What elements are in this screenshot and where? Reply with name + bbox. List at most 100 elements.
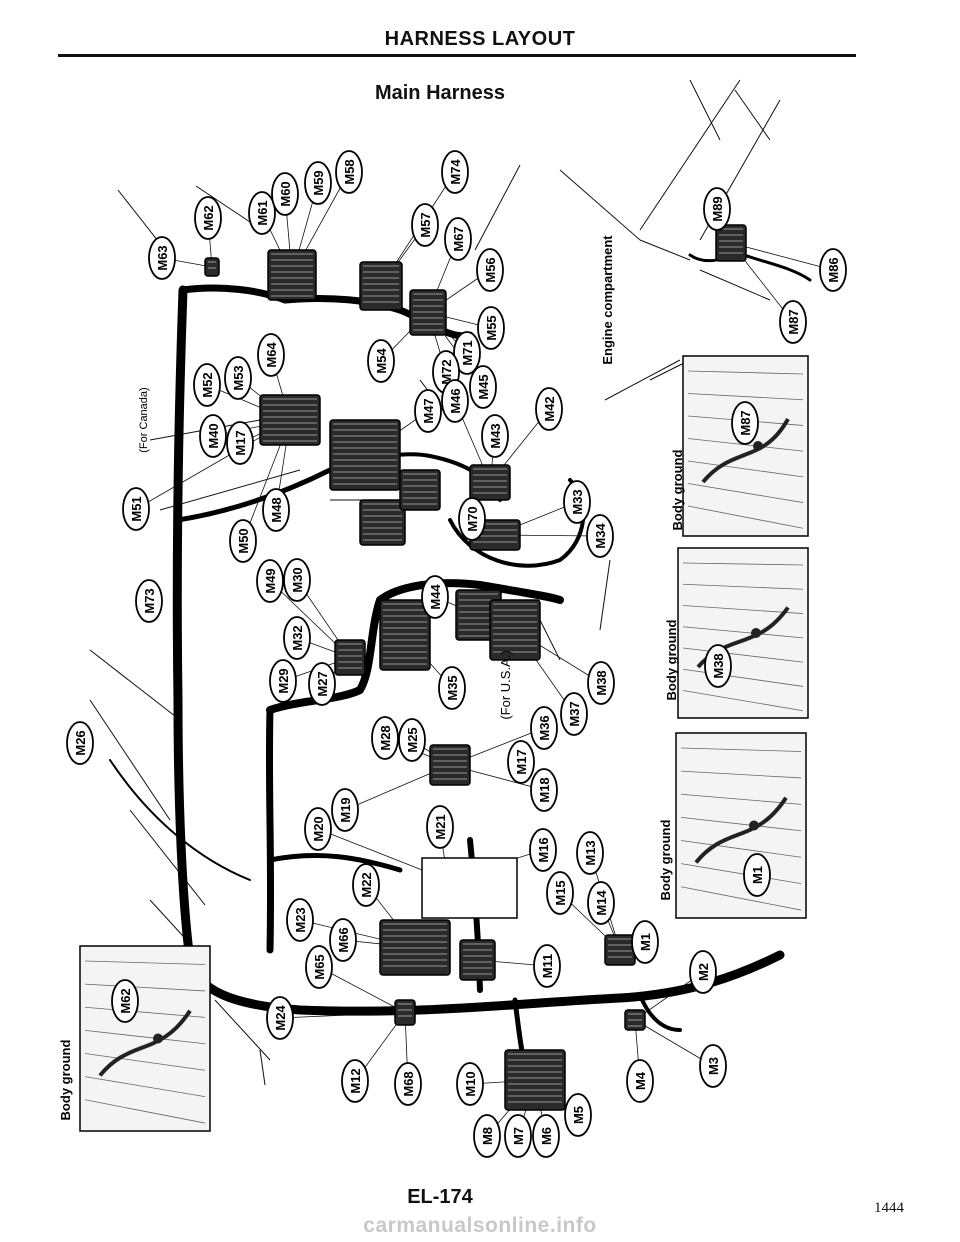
callout-oval [703, 187, 731, 231]
connector-callout-m45: M45 [469, 365, 497, 409]
callout-label: M18 [537, 777, 552, 802]
callout-oval [66, 721, 94, 765]
callout-oval [269, 659, 297, 703]
callout-oval [199, 414, 227, 458]
callout-label: M87 [738, 410, 753, 435]
leader-18 [599, 559, 611, 631]
callout-label: M7 [511, 1127, 526, 1145]
callout-oval [469, 365, 497, 409]
callout-oval [341, 1059, 369, 1103]
connector-callout-m61: M61 [248, 191, 276, 235]
diagram-subtitle: Main Harness [374, 82, 506, 104]
leader-5 [734, 89, 771, 141]
callout-label: M34 [593, 523, 608, 549]
callout-label: M28 [378, 725, 393, 750]
leader-23 [159, 469, 301, 511]
callout-label: M54 [374, 348, 389, 374]
connector-callout-m37: M37 [560, 692, 588, 736]
connector-block-12 [334, 639, 366, 676]
callout-oval [699, 1044, 727, 1088]
detail-insets [79, 355, 809, 1132]
harness-bundle-12 [109, 759, 251, 881]
callout-label: M59 [311, 170, 326, 195]
connector-callout-m42: M42 [535, 387, 563, 431]
callout-label: M46 [448, 388, 463, 413]
connector-block-13 [429, 744, 471, 786]
callout-oval [444, 217, 472, 261]
callout-label: M86 [826, 257, 841, 282]
callout-oval [335, 150, 363, 194]
callout-label: M24 [273, 1005, 288, 1031]
callout-label: M3 [706, 1057, 721, 1075]
callout-oval [441, 150, 469, 194]
rotated-labels: (For Canada)(For U.S.A.)Engine compartme… [58, 235, 685, 1121]
connector-callout-m3: M3 [699, 1044, 727, 1088]
connector-callout-m55: M55 [477, 306, 505, 350]
callout-oval [532, 1114, 560, 1158]
callout-oval [731, 401, 759, 445]
callout-label: M53 [231, 365, 246, 390]
connector-callout-m64: M64 [257, 333, 285, 377]
callout-label: M19 [338, 797, 353, 822]
connector-block-15 [379, 919, 451, 976]
callout-oval [421, 575, 449, 619]
callout-label: M14 [594, 890, 609, 916]
callout-oval [257, 333, 285, 377]
label-body-ground-3: Body ground [658, 820, 673, 901]
callout-oval [476, 248, 504, 292]
connector-callout-m58: M58 [335, 150, 363, 194]
callout-label: M61 [255, 200, 270, 225]
harness-bundle-4 [266, 579, 564, 714]
callout-label: M68 [401, 1071, 416, 1096]
callout-oval [304, 161, 332, 205]
connector-callout-m86: M86 [819, 248, 847, 292]
callout-oval [533, 944, 561, 988]
callout-label: M52 [200, 372, 215, 397]
callout-oval [819, 248, 847, 292]
callout-label: M20 [311, 816, 326, 841]
callout-oval [256, 559, 284, 603]
connector-callout-m59: M59 [304, 161, 332, 205]
label-body-ground-1: Body ground [670, 450, 685, 531]
connector-callout-m87: M87 [779, 300, 807, 344]
callout-leader-M86 [730, 242, 834, 271]
callout-oval [529, 828, 557, 872]
callout-oval [229, 519, 257, 563]
callout-label: M27 [315, 671, 330, 696]
callout-oval [286, 898, 314, 942]
callout-label: M57 [418, 212, 433, 237]
connector-callout-m17: M17 [507, 740, 535, 784]
callout-label: M66 [336, 927, 351, 952]
callout-label: M4 [633, 1071, 648, 1090]
inset-ground-m1 [675, 732, 807, 919]
callout-oval [194, 196, 222, 240]
callout-label: M22 [359, 872, 374, 897]
callout-oval [135, 579, 163, 623]
callout-oval [743, 853, 771, 897]
callout-label: M58 [342, 159, 357, 184]
connector-callout-m40: M40 [199, 414, 227, 458]
callout-oval [704, 644, 732, 688]
callout-label: M33 [570, 489, 585, 514]
callout-label: M65 [312, 954, 327, 979]
connector-callout-m4: M4 [626, 1059, 654, 1103]
connector-callout-m29: M29 [269, 659, 297, 703]
callout-label: M16 [536, 837, 551, 862]
callout-label: M43 [488, 423, 503, 448]
leader-8 [639, 239, 691, 261]
connector-callout-m57: M57 [411, 203, 439, 247]
connector-callout-m49: M49 [256, 559, 284, 603]
connector-callout-m56: M56 [476, 248, 504, 292]
callout-oval [530, 768, 558, 812]
callout-label: M30 [290, 567, 305, 592]
leader-16 [214, 999, 271, 1061]
callout-oval [226, 421, 254, 465]
callout-oval [248, 191, 276, 235]
callout-label: M71 [460, 340, 475, 365]
callout-oval [283, 558, 311, 602]
callout-label: M89 [710, 196, 725, 221]
callout-label: M70 [465, 506, 480, 531]
connector-callout-m66: M66 [329, 918, 357, 962]
connector-block-17 [504, 1049, 566, 1111]
